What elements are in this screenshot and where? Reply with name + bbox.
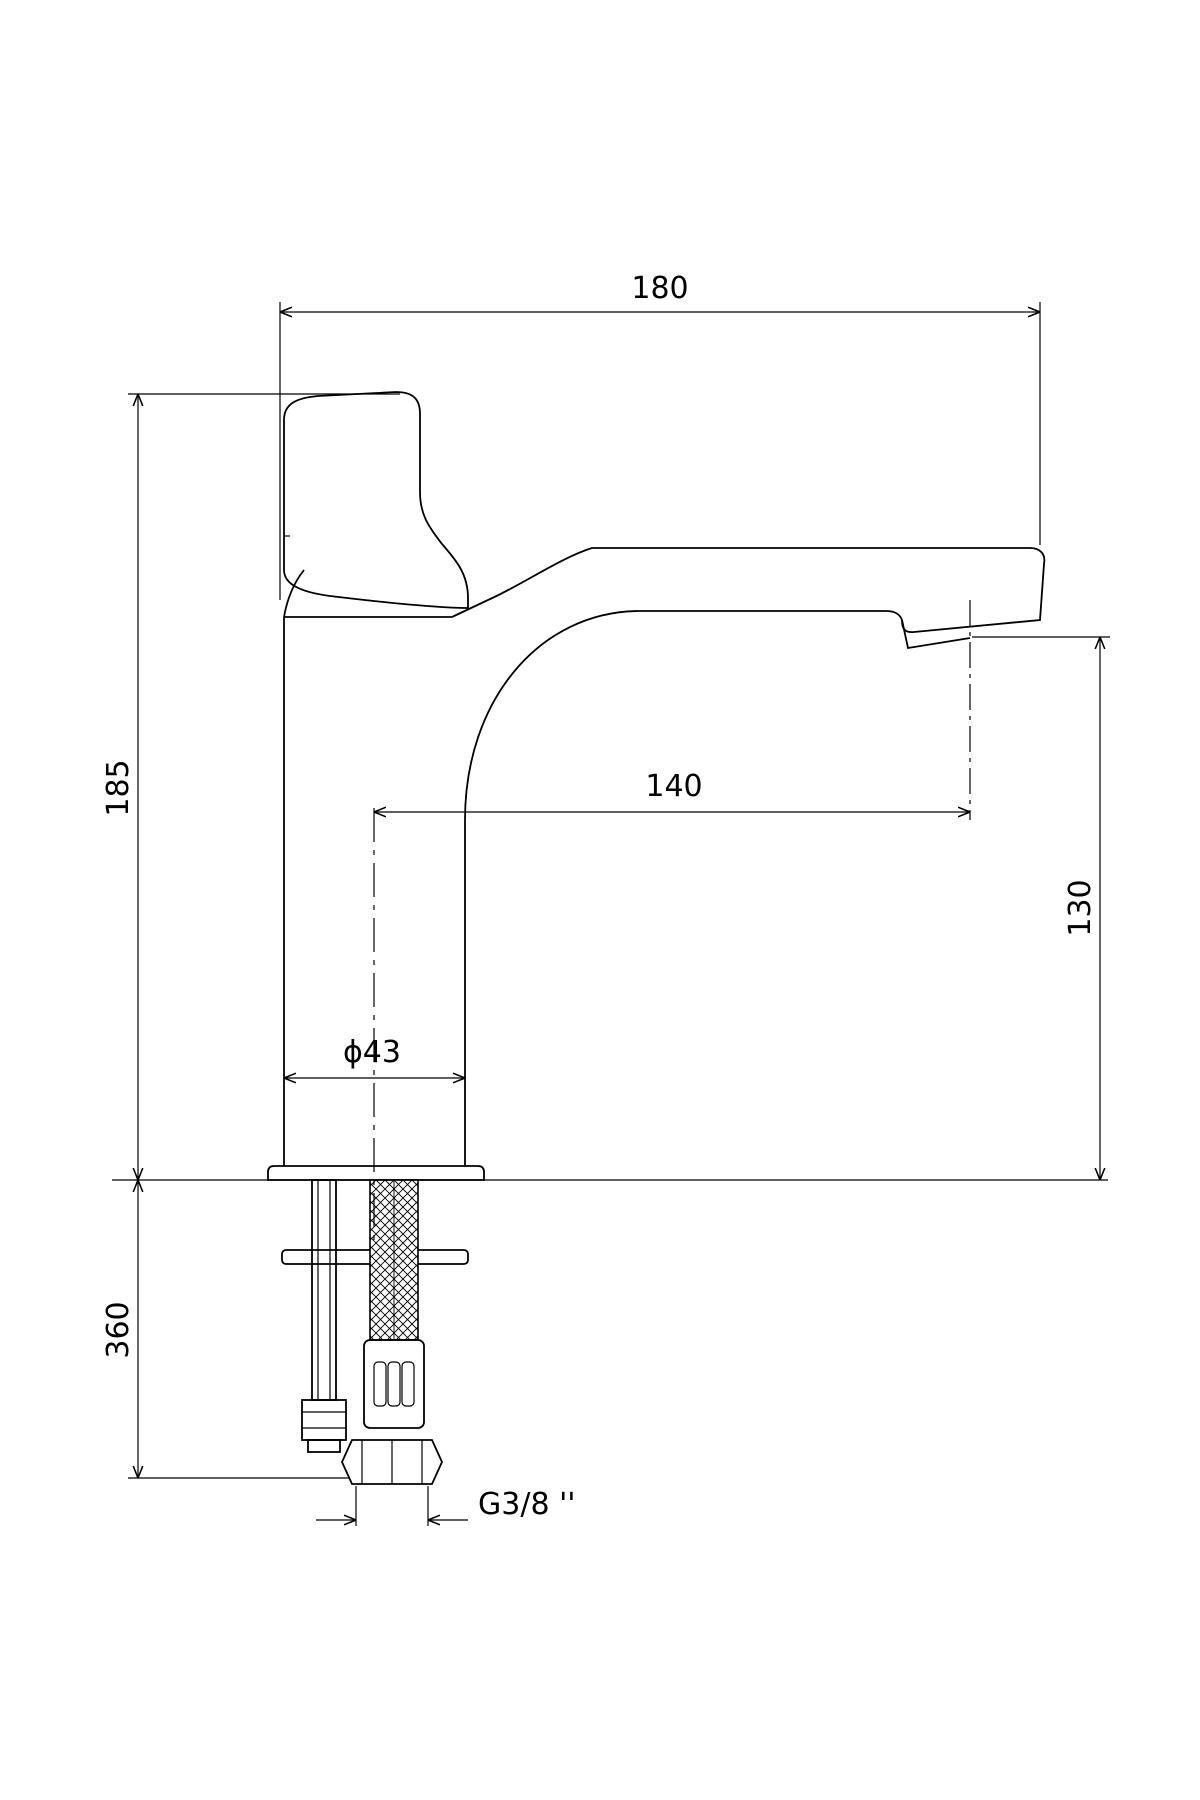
braid-strand — [370, 1129, 418, 1177]
hose-braid-pattern — [370, 1120, 418, 1393]
braid-strand — [370, 1180, 386, 1196]
braid-strand — [395, 1317, 418, 1340]
braid-strand — [370, 1180, 377, 1187]
braid-strand — [370, 1335, 375, 1340]
stud-nut — [301, 1399, 347, 1441]
hose-ferrule — [363, 1339, 425, 1429]
braid-strand — [413, 1335, 418, 1340]
ferrule-groove — [401, 1361, 415, 1407]
handle-collar — [283, 569, 305, 618]
label-hose-length: 360 — [101, 1301, 136, 1358]
mounting-stud — [311, 1179, 337, 1401]
braid-strand — [370, 1129, 418, 1177]
base-plate — [267, 1165, 485, 1181]
mounting-hardware — [281, 1120, 469, 1485]
braid-strand — [370, 1120, 418, 1168]
label-spout-height: 130 — [1063, 879, 1098, 936]
ferrule-groove — [373, 1361, 387, 1407]
braid-strand — [370, 1345, 418, 1393]
stud-tip — [307, 1439, 341, 1453]
spout-top — [451, 547, 1046, 633]
braid-strand — [370, 1180, 395, 1205]
hose-hex-nut — [341, 1439, 443, 1485]
label-overall-length: 180 — [631, 271, 688, 306]
label-body-diameter: ϕ43 — [343, 1035, 401, 1070]
spout-underside — [464, 610, 903, 1166]
braid-strand — [370, 1120, 418, 1168]
braid-strand — [393, 1180, 418, 1205]
handle-lever — [283, 391, 469, 609]
spout-tip — [901, 619, 971, 650]
ferrule-groove — [387, 1361, 401, 1407]
braid-strand — [411, 1180, 418, 1187]
braid-strand — [370, 1326, 384, 1340]
braid-strand — [402, 1180, 418, 1196]
label-connection-thread: G3/8 '' — [478, 1487, 576, 1522]
braid-strand — [370, 1345, 418, 1393]
label-spout-reach: 140 — [645, 769, 702, 804]
dimension-labels: 180 185 140 130 ϕ43 360 G3/8 '' — [101, 271, 1098, 1522]
braid-strand — [370, 1317, 393, 1340]
dimension-lines — [112, 302, 1110, 1526]
braid-strand — [404, 1326, 418, 1340]
label-overall-height: 185 — [101, 759, 136, 816]
